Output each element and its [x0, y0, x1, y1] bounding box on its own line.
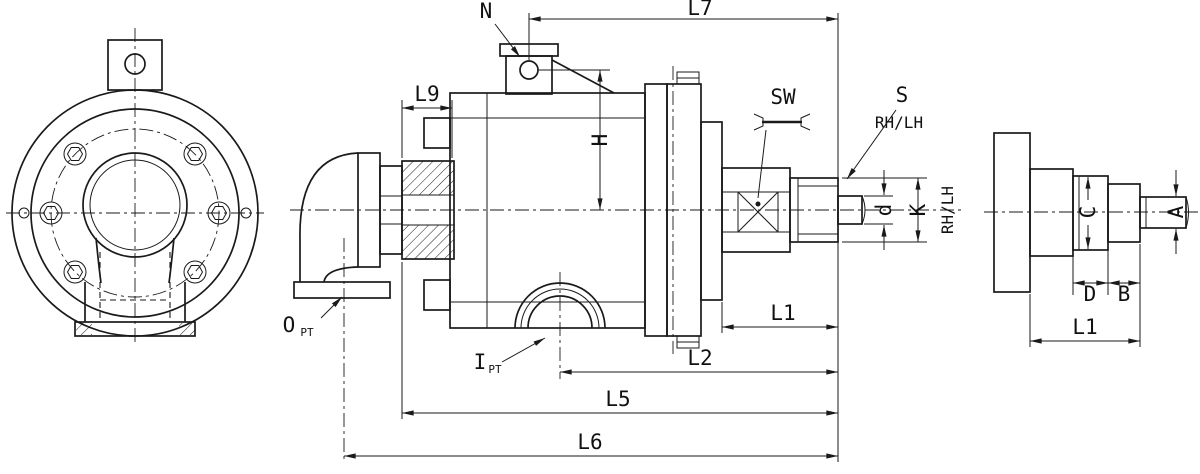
bottom-port — [514, 272, 606, 379]
dim-label-d-width: D — [1084, 282, 1097, 306]
flange-inner-circle — [30, 108, 240, 318]
dim-label-l1: L1 — [770, 301, 795, 325]
dim-label-rhlh-thread: RH/LH — [875, 113, 923, 132]
section-view: L7 N L9 H SW S RH/LH — [283, 0, 962, 463]
dim-label-l9: L9 — [414, 82, 439, 106]
dim-label-b: B — [1118, 282, 1131, 306]
bolt-hole — [183, 260, 207, 284]
elbow-inner-curve — [323, 266, 359, 283]
bolt-hole — [63, 260, 87, 284]
dim-label-d: d — [872, 204, 896, 217]
section-dimensions: L7 N L9 H SW S RH/LH — [283, 0, 957, 462]
port-label-o: O — [283, 313, 296, 337]
end-shaft-tip — [1185, 196, 1189, 229]
threaded-nipple — [401, 160, 455, 260]
end-shaft-a — [1139, 196, 1187, 229]
end-hub — [1029, 168, 1074, 257]
elbow-outer-curve — [299, 152, 359, 282]
dim-label-l5: L5 — [605, 387, 630, 411]
wrench-icon — [753, 113, 811, 131]
front-lifting-lug — [107, 39, 163, 91]
port-mid-arc — [520, 288, 600, 329]
front-view — [6, 28, 264, 346]
front-lug-hole — [124, 53, 146, 75]
port-label-i: I — [474, 350, 487, 374]
port-inner-arc — [527, 295, 593, 329]
dim-label-h: H — [588, 134, 612, 147]
bracket-hole — [519, 60, 539, 80]
dim-label-l2: L2 — [687, 346, 712, 370]
rim-hole — [240, 207, 252, 219]
dim-label-l7: L7 — [687, 0, 712, 20]
bracket-gusset — [551, 59, 615, 94]
housing-outline — [449, 92, 646, 329]
shaft-tip-end — [861, 195, 866, 225]
flange-plate-3 — [700, 121, 723, 301]
dim-label-n: N — [480, 0, 493, 23]
end-section-b — [1107, 183, 1141, 243]
dim-label-s: S — [896, 83, 909, 107]
dim-label-sw: SW — [770, 85, 796, 109]
bearing-symbol — [737, 191, 779, 233]
dim-label-c: C — [1076, 206, 1100, 219]
lifting-bracket — [499, 43, 615, 95]
dim-label-rhlh-shaft: RH/LH — [938, 186, 957, 234]
end-view: C A D B L1 — [984, 132, 1198, 347]
end-flange — [993, 132, 1031, 293]
front-bottom-flange — [74, 252, 196, 337]
housing-body — [423, 92, 646, 329]
dim-label-k: K — [906, 203, 930, 216]
thread-hatch-bottom — [402, 225, 454, 259]
bolt-circle-centerline — [50, 128, 220, 298]
end-view-dimensions: C A D B L1 — [1029, 170, 1188, 347]
grease-point-dot — [755, 201, 761, 207]
port-label-i-sub: PT — [488, 363, 502, 376]
dim-label-l1-end: L1 — [1072, 315, 1097, 339]
dim-label-a: A — [1164, 205, 1188, 218]
bore-inner-circle — [89, 159, 181, 251]
housing-tab-bottom — [423, 279, 451, 311]
bore-circle — [82, 152, 188, 258]
elbow-assembly — [293, 152, 455, 463]
housing-throat-right — [168, 237, 175, 284]
port-label-o-sub: PT — [300, 326, 314, 339]
thread-hatch-top — [402, 161, 454, 195]
housing-throat-left — [95, 237, 102, 284]
rim-hole — [18, 207, 30, 219]
housing-tab-top — [423, 117, 451, 149]
elbow-outlet-flange — [293, 281, 391, 299]
dim-label-l6: L6 — [577, 430, 602, 454]
